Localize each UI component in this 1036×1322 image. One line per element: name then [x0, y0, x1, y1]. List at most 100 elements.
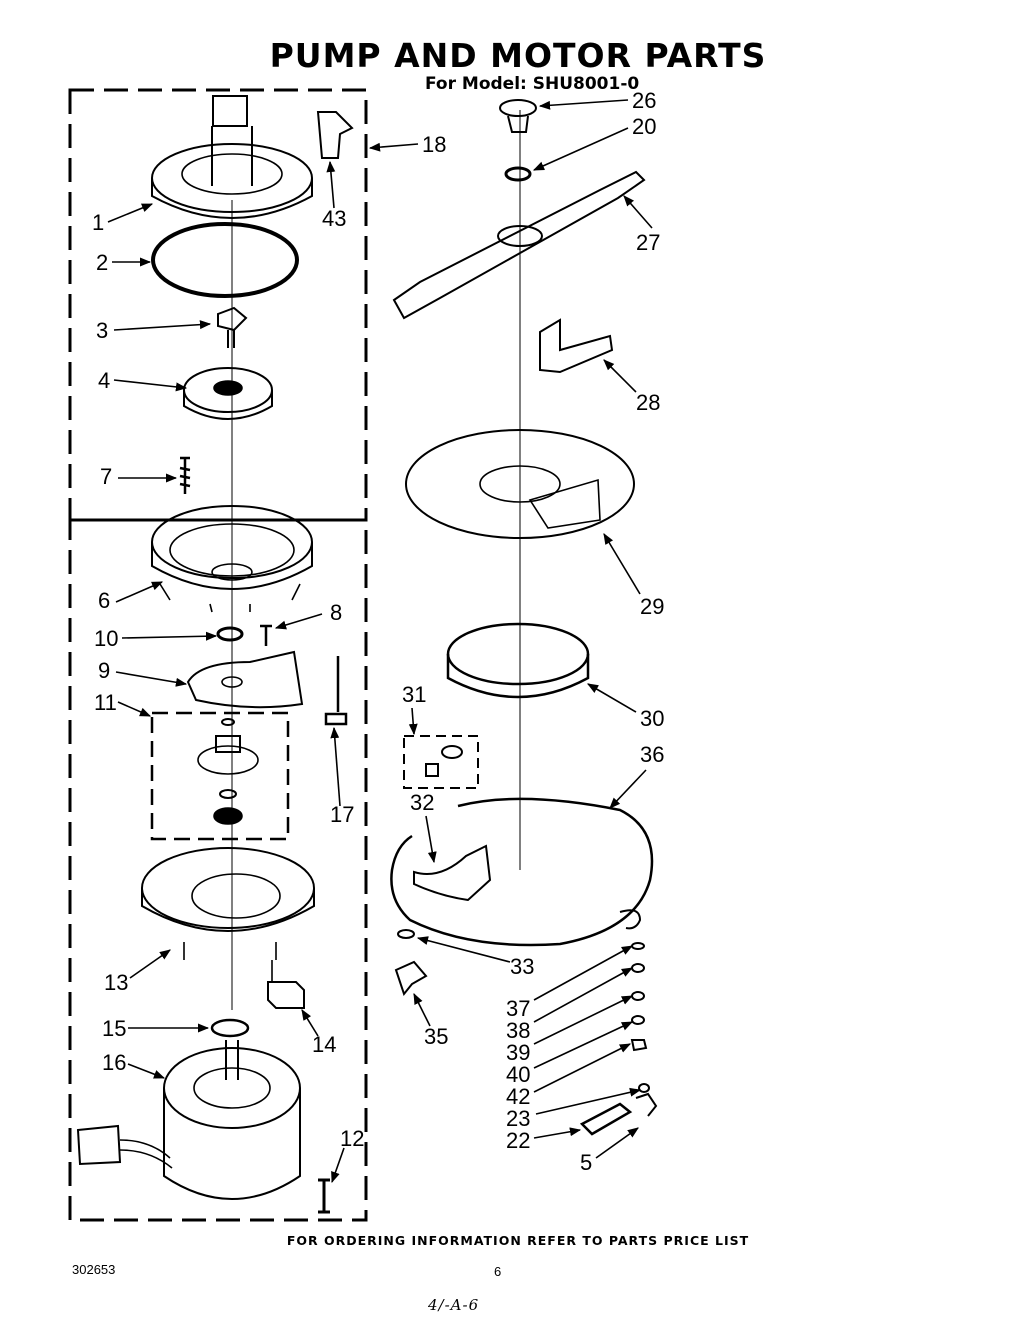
part-13-motor-mount [141, 847, 315, 960]
leader-12 [331, 1147, 345, 1184]
part-28-deflector [539, 318, 614, 374]
part-10-washer [216, 626, 244, 642]
part-1-pump-cover [151, 95, 313, 219]
leader-10 [121, 631, 218, 641]
leader-20 [532, 127, 629, 171]
callout-2: 2 [96, 250, 109, 275]
ordering-note: FOR ORDERING INFORMATION REFER TO PARTS … [286, 1233, 750, 1248]
leader-8 [274, 613, 323, 630]
leader-31 [408, 707, 418, 736]
callout-13: 13 [104, 970, 129, 995]
callout-1: 1 [92, 210, 105, 235]
callout-37: 37 [506, 996, 531, 1021]
leader-39 [533, 995, 634, 1045]
leader-6 [115, 581, 164, 603]
assembly-dashed-frame-lower [68, 518, 368, 1222]
leader-33 [416, 936, 511, 963]
leader-27 [623, 195, 653, 229]
callout-35: 35 [424, 1024, 449, 1049]
leader-43 [326, 160, 336, 209]
leader-29 [603, 533, 641, 595]
callout-12: 12 [340, 1126, 365, 1151]
part-43-bracket [316, 111, 354, 159]
part-35-clip [394, 960, 428, 997]
callout-3: 3 [96, 318, 109, 343]
leader-4 [113, 379, 188, 392]
part-16-motor [76, 1040, 301, 1200]
callout-11: 11 [94, 690, 117, 715]
callout-33: 33 [510, 954, 535, 979]
leader-23 [535, 1087, 642, 1115]
page-number: 6 [494, 1264, 502, 1279]
callout-42: 42 [506, 1084, 531, 1109]
leader-38 [533, 967, 633, 1023]
leader-13 [129, 949, 171, 979]
part-33-washer [397, 929, 415, 939]
part-31-nut-kit [425, 745, 463, 777]
callout-28: 28 [636, 390, 661, 415]
leader-9 [115, 671, 188, 687]
leader-22 [533, 1127, 582, 1139]
callout-5: 5 [580, 1150, 593, 1175]
callout-27: 27 [636, 230, 661, 255]
leader-11 [117, 701, 152, 717]
callout-6: 6 [98, 588, 111, 613]
part-8-screw [260, 624, 272, 646]
leader-32 [425, 815, 437, 864]
part-27-spray-arm [392, 170, 646, 320]
leader-26 [538, 99, 629, 110]
part-2-seal-ring [151, 222, 299, 298]
model-subtitle: For Model: SHU8001-0 [425, 74, 640, 94]
part-17-switch-rod [324, 656, 348, 726]
leader-36 [609, 769, 647, 809]
callout-17: 17 [330, 802, 355, 827]
part-4-impeller [183, 367, 273, 420]
callout-4: 4 [98, 368, 111, 393]
handwritten-note: 4/-A-6 [428, 1296, 480, 1314]
part-7-screw [179, 456, 191, 494]
part-36-heater-element [390, 797, 654, 947]
part-11-dashed-box [150, 711, 290, 841]
leader-42 [533, 1043, 632, 1093]
callout-22: 22 [506, 1128, 531, 1153]
page-title: PUMP AND MOTOR PARTS [269, 36, 767, 75]
callout-16: 16 [102, 1050, 127, 1075]
callout-14: 14 [312, 1032, 337, 1057]
callout-9: 9 [98, 658, 111, 683]
callout-18: 18 [422, 132, 447, 157]
leader-3 [113, 320, 212, 331]
callout-20: 20 [632, 114, 657, 139]
callout-23: 23 [506, 1106, 531, 1131]
part-30-sump-ring [446, 622, 590, 699]
callout-10: 10 [94, 626, 119, 651]
leader-18 [368, 142, 419, 152]
callout-29: 29 [640, 594, 665, 619]
callout-38: 38 [506, 1018, 531, 1043]
leader-35 [413, 992, 431, 1027]
callout-43: 43 [322, 206, 347, 231]
part-15-thrust-washer [210, 1018, 250, 1038]
leader-28 [603, 359, 637, 393]
part-6-pump-base [151, 505, 313, 613]
callout-30: 30 [640, 706, 665, 731]
part-9-mounting-plate [186, 650, 304, 709]
leader-37 [533, 945, 633, 1001]
leader-40 [533, 1021, 634, 1069]
document-number: 302653 [72, 1262, 116, 1277]
callout-40: 40 [506, 1062, 531, 1087]
part-3-impeller-nut [217, 306, 248, 348]
leader-1 [107, 203, 154, 223]
part-26-spray-arm-cap [499, 99, 537, 133]
part-11-chopper-assembly [197, 718, 259, 825]
leader-5 [595, 1127, 639, 1159]
callout-15: 15 [102, 1016, 127, 1041]
leader-16 [127, 1063, 166, 1079]
callout-31: 31 [402, 682, 427, 707]
leader-14 [301, 1009, 319, 1037]
part-20-washer [504, 166, 532, 182]
callout-8: 8 [330, 600, 343, 625]
part-32-bracket [413, 844, 492, 902]
part-22-terminal [579, 1092, 658, 1136]
part-31-dashed-box [403, 735, 479, 789]
